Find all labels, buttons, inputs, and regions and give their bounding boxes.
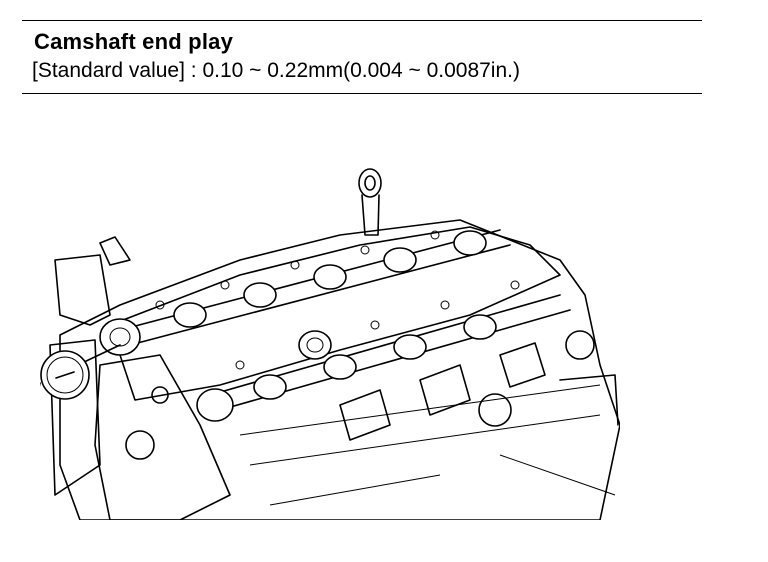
spec-title: Camshaft end play [34, 29, 234, 54]
bottom-divider [22, 93, 702, 94]
engine-block-outline [59, 219, 620, 520]
front-timing-cover [94, 354, 231, 520]
exhaust-cam-front-end [196, 388, 234, 422]
exhaust-camshaft [209, 294, 571, 411]
intake-camshaft [119, 229, 511, 346]
exhaust-ports [339, 342, 546, 441]
left-bracket [49, 236, 131, 496]
engine-cylinder-head-icon [40, 168, 620, 520]
camshaft-front-end [99, 318, 141, 356]
top-divider [22, 20, 702, 21]
standard-value-text: [Standard value] : 0.10 ~ 0.22mm(0.004 ~… [32, 59, 520, 82]
cylinder-head-deck [109, 226, 561, 401]
seal-ring [298, 330, 332, 360]
lifting-hook [358, 168, 382, 236]
engine-illustration [40, 165, 620, 520]
dial-gauge-icon [40, 344, 121, 400]
